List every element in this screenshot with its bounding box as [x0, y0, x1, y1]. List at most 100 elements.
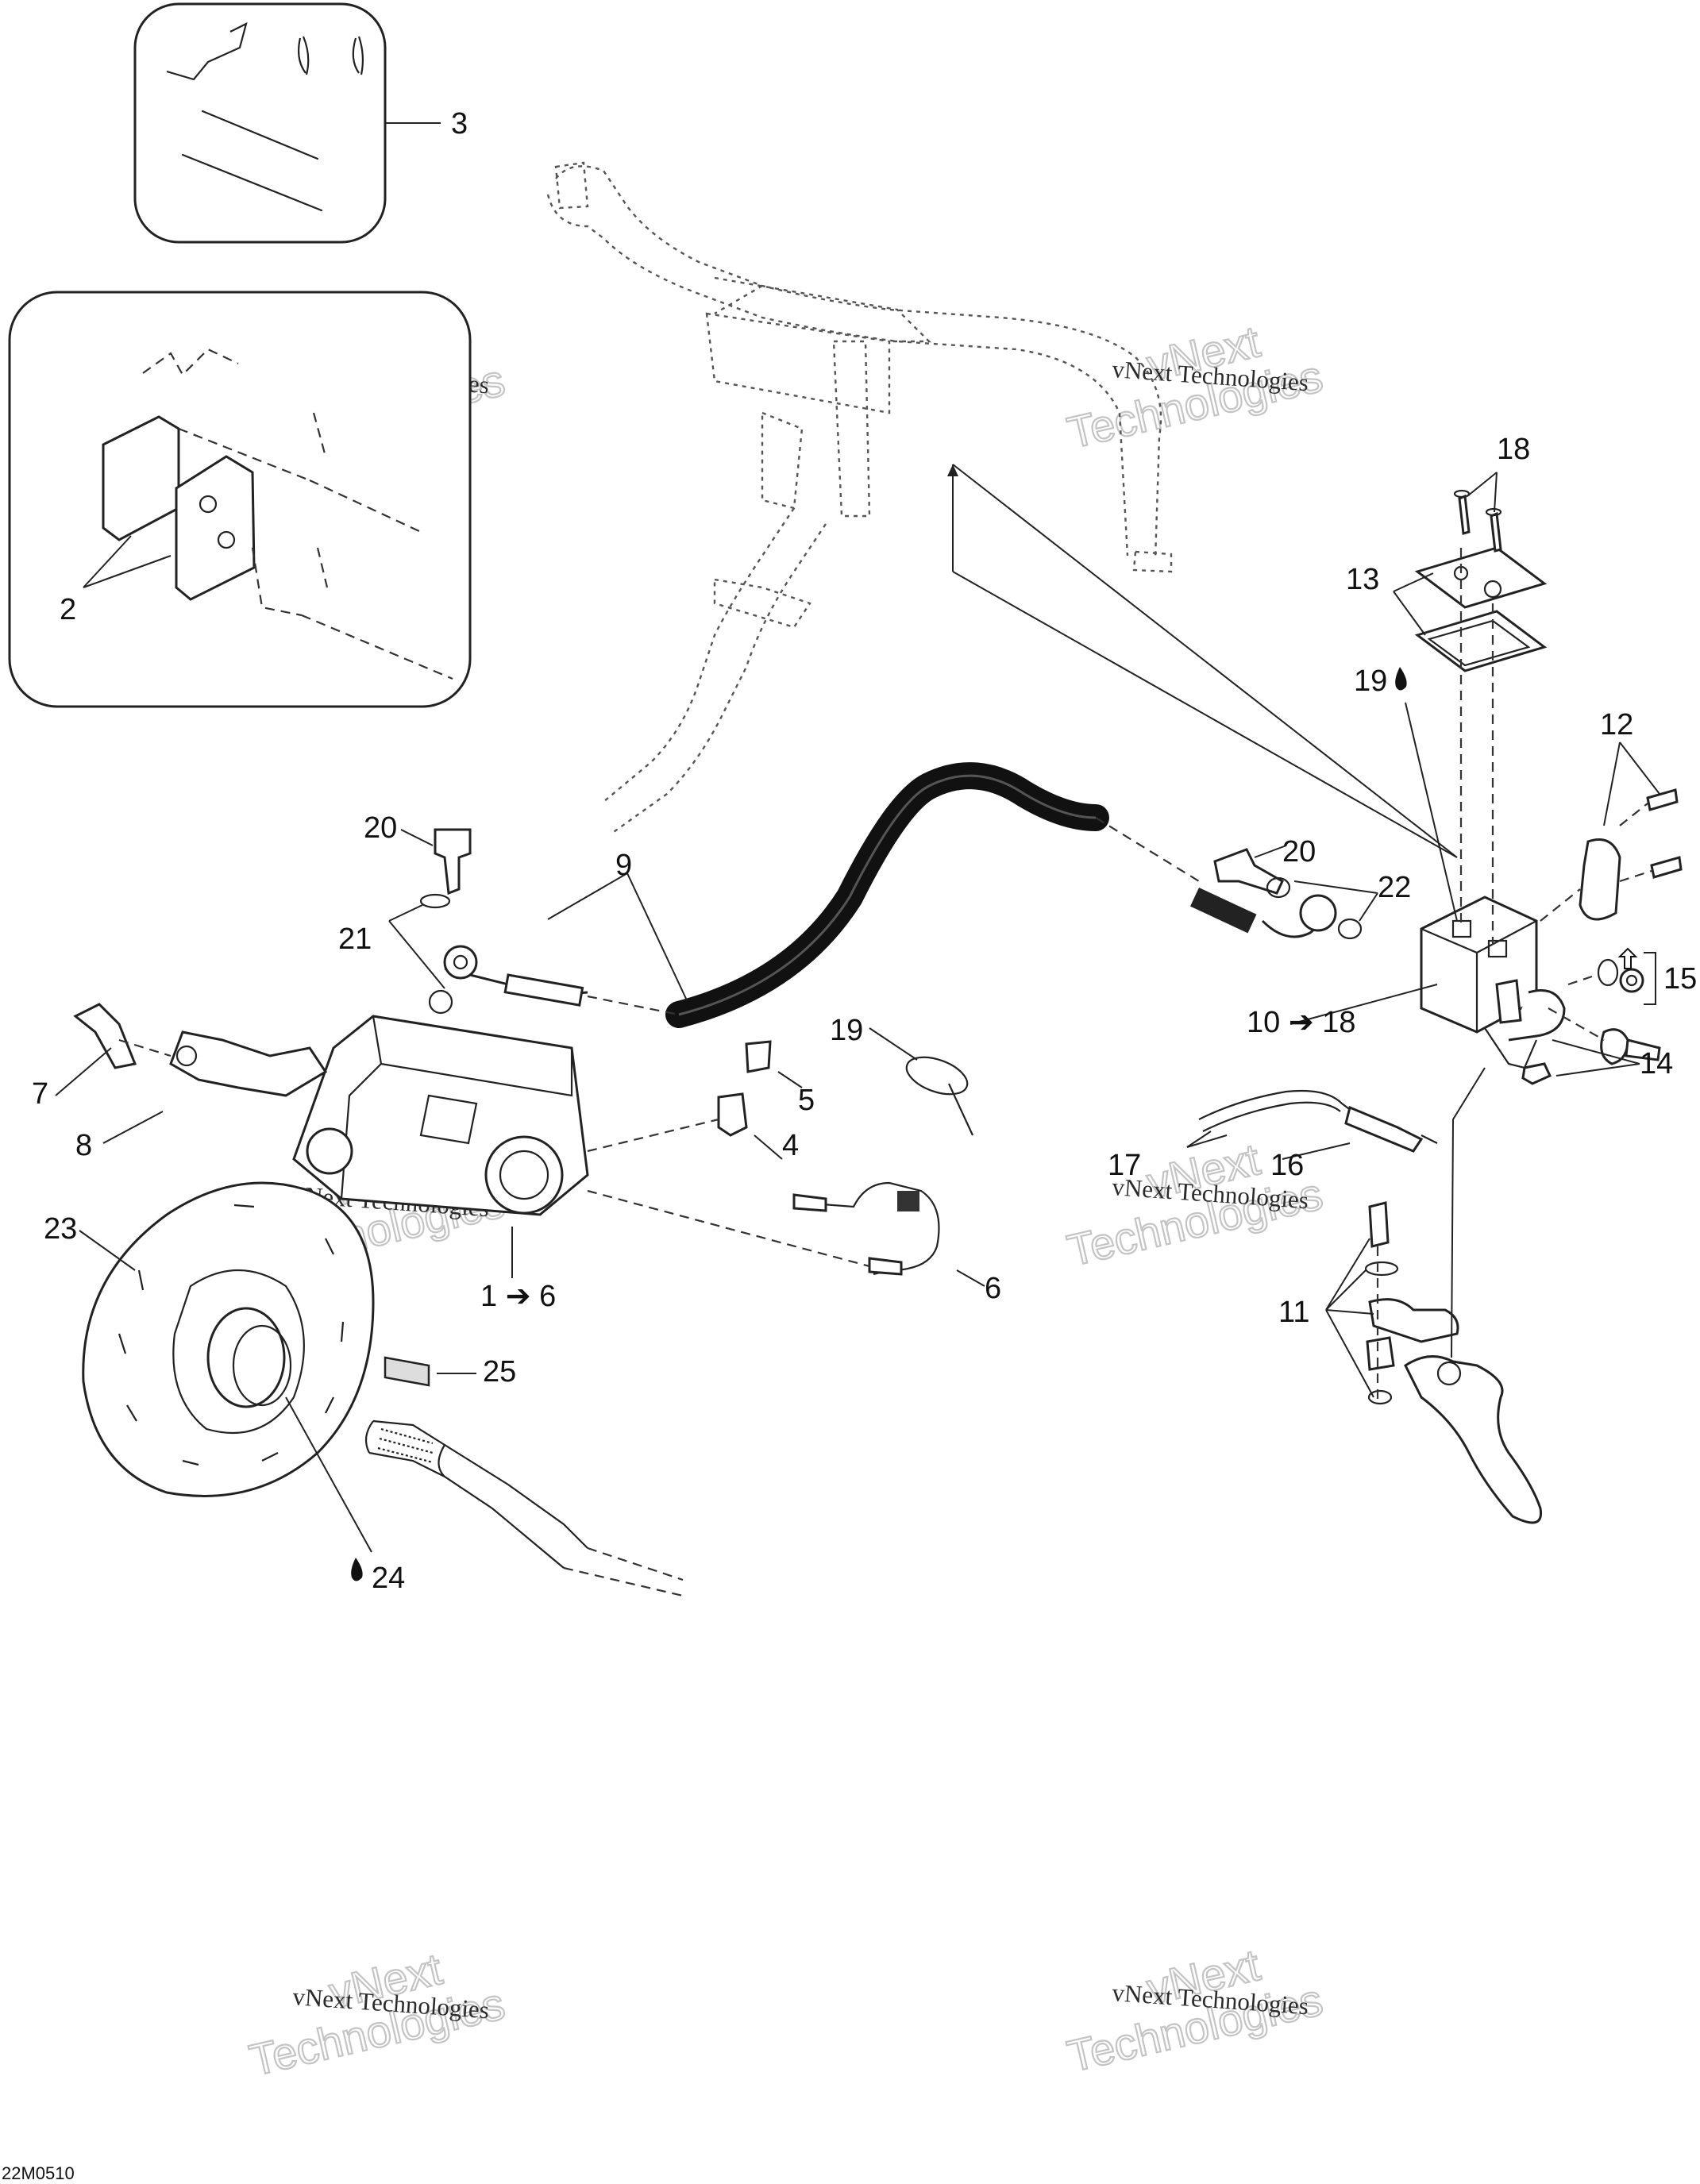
pad-pin-part — [309, 480, 422, 533]
bracket-hole — [175, 1045, 198, 1067]
alignment-line — [952, 464, 1458, 858]
brake-lever-part — [1404, 1355, 1543, 1524]
drive-shaft-outline — [368, 1451, 565, 1569]
caliper-mount-hole — [306, 1127, 353, 1175]
handlebar-end — [554, 161, 589, 210]
hose-ferrule-part — [1190, 888, 1257, 934]
master-cylinder-bolt — [1495, 979, 1522, 1024]
drive-shaft-spline-end — [438, 1444, 445, 1477]
leader-line — [1186, 1134, 1228, 1148]
reservoir-cover-part — [1414, 546, 1548, 609]
banjo-bolt-part — [1213, 848, 1284, 895]
pad-hole — [199, 495, 218, 514]
callout-20-caliper: 20 — [364, 811, 397, 845]
caliper-bolt-part — [73, 1003, 137, 1069]
callout-19-with-drop: 19 — [1354, 664, 1407, 698]
brake-lever-assembly — [1325, 1067, 1543, 1524]
lever-pivot-hole — [1436, 1361, 1462, 1386]
leader-line — [285, 1396, 372, 1553]
steering-shaft — [603, 507, 795, 803]
switch-o-ring-part — [1597, 958, 1619, 987]
leader-line — [626, 872, 688, 1001]
cable-tie-tail — [948, 1083, 973, 1136]
lever-adjuster-part — [1368, 1298, 1459, 1343]
bleeder-valve-part — [717, 1092, 748, 1137]
alignment-line — [587, 995, 680, 1016]
hub-bore-inner — [232, 1324, 292, 1407]
spring-clip-part — [166, 21, 248, 81]
hub-bore-part — [206, 1307, 286, 1408]
leader-line — [1393, 572, 1434, 592]
leader-line — [754, 1134, 783, 1160]
cover-screw-hole — [1483, 580, 1502, 599]
alignment-line — [1548, 1007, 1605, 1041]
leader-line — [1325, 1309, 1374, 1398]
handlebar-pad — [714, 276, 931, 343]
callout-3: 3 — [451, 107, 468, 141]
alignment-line — [952, 571, 1458, 858]
brake-hose-assembly — [443, 762, 1337, 1028]
drive-shaft-outline — [372, 1419, 588, 1549]
leader-line — [79, 1230, 136, 1271]
cable-tie-assembly — [869, 1027, 973, 1136]
r-clip-part — [298, 36, 310, 75]
pad-hole — [217, 530, 236, 549]
copper-washer-part — [1266, 876, 1291, 899]
grease-symbol-icon — [1617, 947, 1638, 969]
caliper-bracket-part — [169, 1030, 328, 1097]
drawing-code: 22M0510 — [2, 2163, 75, 2183]
callout-24-with-drop: 24 — [351, 1558, 405, 1595]
callout-8: 8 — [75, 1129, 92, 1162]
shaft-splines — [377, 1427, 434, 1464]
handlebar-outline — [546, 194, 1129, 557]
shaft-key-part — [384, 1356, 430, 1387]
alignment-line — [1619, 869, 1652, 883]
callout-9: 9 — [615, 849, 632, 882]
callout-23: 23 — [44, 1212, 77, 1246]
callout-5: 5 — [798, 1084, 815, 1117]
oil-drop-icon — [351, 1558, 363, 1581]
handlebar-outline — [555, 165, 1162, 560]
cover-screw-head — [1485, 507, 1502, 517]
clamp-bolt-part — [1646, 788, 1679, 811]
caliper-edge — [372, 1015, 573, 1097]
leader-line — [1289, 984, 1438, 1025]
brake-hose-highlight — [678, 774, 1097, 1016]
pad-pin-part — [301, 614, 453, 680]
leader-line — [1325, 1238, 1370, 1311]
lever-spacer-part — [1366, 1336, 1395, 1371]
drive-shaft-end — [364, 1420, 374, 1454]
banjo-bolt-right-assembly — [1213, 845, 1378, 940]
switch-part-inner — [1625, 974, 1638, 987]
callout-14: 14 — [1640, 1047, 1673, 1080]
alignment-line — [118, 1038, 172, 1057]
callout-25: 25 — [483, 1355, 516, 1389]
callout-1-to-6: 1 ➔ 6 — [480, 1280, 556, 1313]
handlebar-end — [1132, 550, 1173, 573]
oil-drop-icon — [1395, 667, 1407, 691]
r-clip-part — [312, 412, 329, 588]
leader-line — [1555, 1063, 1640, 1077]
copper-washer-part — [1337, 918, 1363, 940]
callout-21: 19 — [830, 1014, 863, 1047]
steering-bracket — [713, 578, 811, 629]
banjo-ferrule-part — [503, 973, 584, 1007]
leader-line — [1494, 472, 1498, 513]
diaphragm-inner — [1427, 619, 1531, 667]
leader-line — [55, 1047, 112, 1096]
inset-box-brake-pads — [8, 291, 472, 708]
reservoir-cover-assembly — [1393, 472, 1548, 945]
leader-line — [1325, 1269, 1367, 1311]
alignment-line — [1540, 888, 1581, 922]
callout-labels: 3 2 20 9 21 7 8 19 5 4 1 ➔ 6 6 23 25 24 … — [32, 107, 1697, 1595]
leader-line — [1325, 1309, 1374, 1315]
banjo-bolt-left-assembly — [388, 828, 472, 989]
pivot-hardware-assembly — [1521, 1007, 1661, 1085]
callout-24: 24 — [372, 1562, 405, 1595]
caliper-slot — [419, 1094, 478, 1145]
leader-line — [388, 920, 445, 989]
handlebar-ghost — [546, 161, 1173, 834]
callout-2: 2 — [60, 593, 76, 626]
banjo-eye-hole — [453, 954, 468, 970]
handlebar-clamp-part — [1579, 838, 1621, 921]
